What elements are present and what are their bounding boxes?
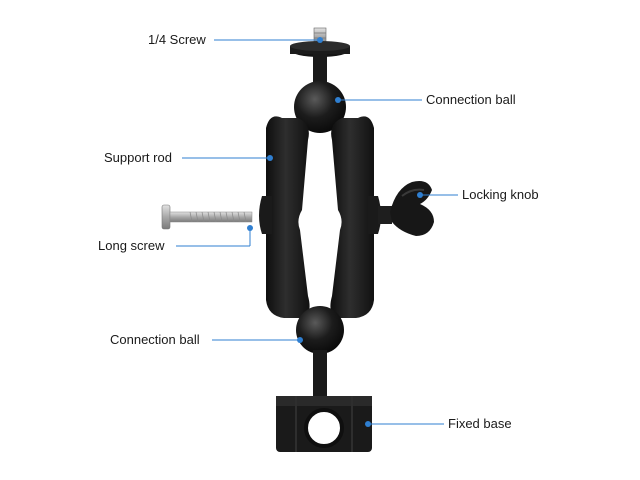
label-connection-ball-top: Connection ball (426, 92, 516, 107)
label-support-rod: Support rod (104, 150, 172, 165)
callout-lines (176, 39, 458, 425)
label-quarter-screw: 1/4 Screw (148, 32, 206, 47)
label-connection-ball-bottom: Connection ball (110, 332, 200, 347)
long-screw (161, 204, 253, 230)
label-long-screw: Long screw (98, 238, 165, 253)
support-rod-arms (259, 116, 381, 318)
label-fixed-base: Fixed base (448, 416, 512, 431)
fixed-base (276, 396, 372, 452)
quarter-screw (290, 27, 350, 88)
label-locking-knob: Locking knob (462, 187, 539, 202)
connection-ball-top (294, 81, 346, 133)
callout-dots (247, 37, 423, 427)
base-stem (313, 350, 327, 400)
locking-knob (378, 181, 434, 236)
connection-ball-bottom (296, 306, 344, 354)
